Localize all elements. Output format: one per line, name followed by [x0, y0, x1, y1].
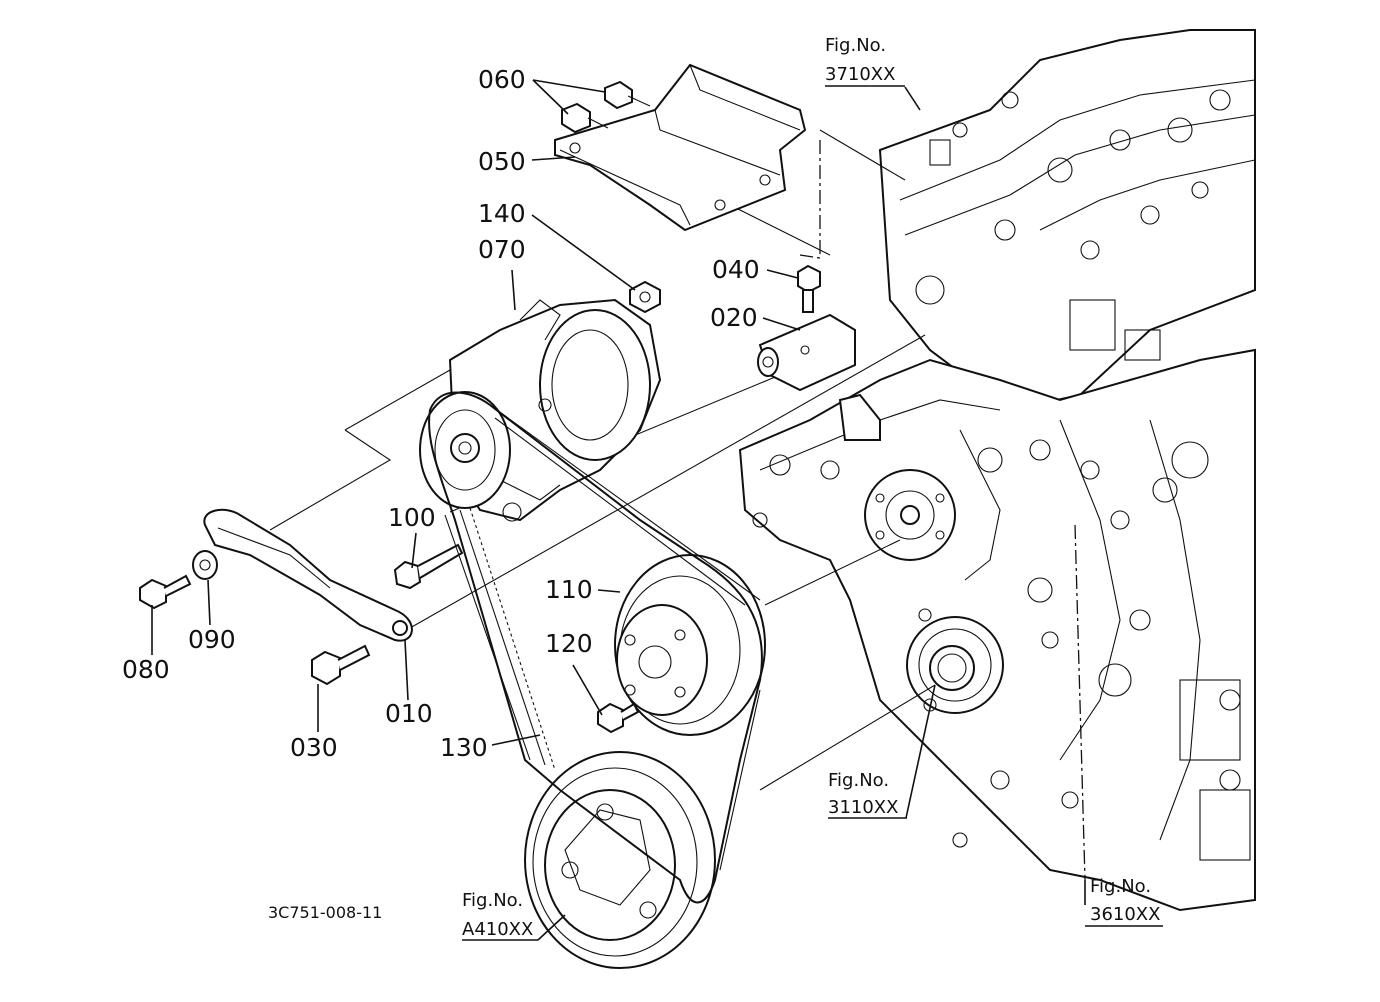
callout-130: 130: [440, 733, 488, 762]
callout-080: 080: [122, 655, 170, 684]
callout-020: 020: [710, 303, 758, 332]
bolt-040: [797, 264, 821, 313]
callout-060: 060: [478, 65, 526, 94]
fig-ref-3110-number: 3110XX: [828, 797, 898, 818]
callout-140: 140: [478, 199, 526, 228]
bolt-060-b: [561, 102, 609, 134]
crankshaft-pulley: [524, 751, 716, 969]
callout-100: 100: [388, 503, 436, 532]
spacer-020: [757, 313, 856, 392]
bolt-080: [139, 574, 192, 610]
washer-090: [192, 550, 218, 580]
callout-050: 050: [478, 147, 526, 176]
cover-plate-050: [554, 63, 807, 232]
callout-090: 090: [188, 625, 236, 654]
fig-ref-3710-label: Fig.No.: [825, 35, 886, 56]
callout-030: 030: [290, 733, 338, 762]
callout-120: 120: [545, 629, 593, 658]
callout-010: 010: [385, 699, 433, 728]
v-belt-130: [428, 391, 763, 904]
callout-110: 110: [545, 575, 593, 604]
bolt-100: [393, 543, 464, 590]
drawing-code: 3C751-008-11: [268, 903, 382, 922]
callout-labels: 060 050 140 070 040 020 100 110 120 080 …: [122, 65, 760, 762]
fig-ref-3110-label: Fig.No.: [828, 770, 889, 791]
fig-ref-3610-label: Fig.No.: [1090, 876, 1151, 897]
leader-lines: [151, 79, 1086, 941]
fig-ref-A410-number: A410XX: [462, 919, 533, 940]
fan-pulley-110: [614, 554, 766, 736]
bracket-010: [203, 508, 413, 642]
alternator-070: [419, 298, 662, 522]
bolt-120: [597, 702, 640, 734]
bolt-030: [311, 644, 371, 686]
callout-070: 070: [478, 235, 526, 264]
figure-references: Fig.No. 3710XX Fig.No. 3110XX Fig.No. A4…: [462, 35, 1163, 941]
nut-140: [629, 280, 661, 314]
engine-block: [738, 29, 1256, 912]
callout-040: 040: [712, 255, 760, 284]
fig-ref-3710-number: 3710XX: [825, 64, 895, 85]
bolt-060-a: [604, 80, 651, 110]
fig-ref-3610-number: 3610XX: [1090, 904, 1160, 925]
fig-ref-A410-label: Fig.No.: [462, 890, 523, 911]
